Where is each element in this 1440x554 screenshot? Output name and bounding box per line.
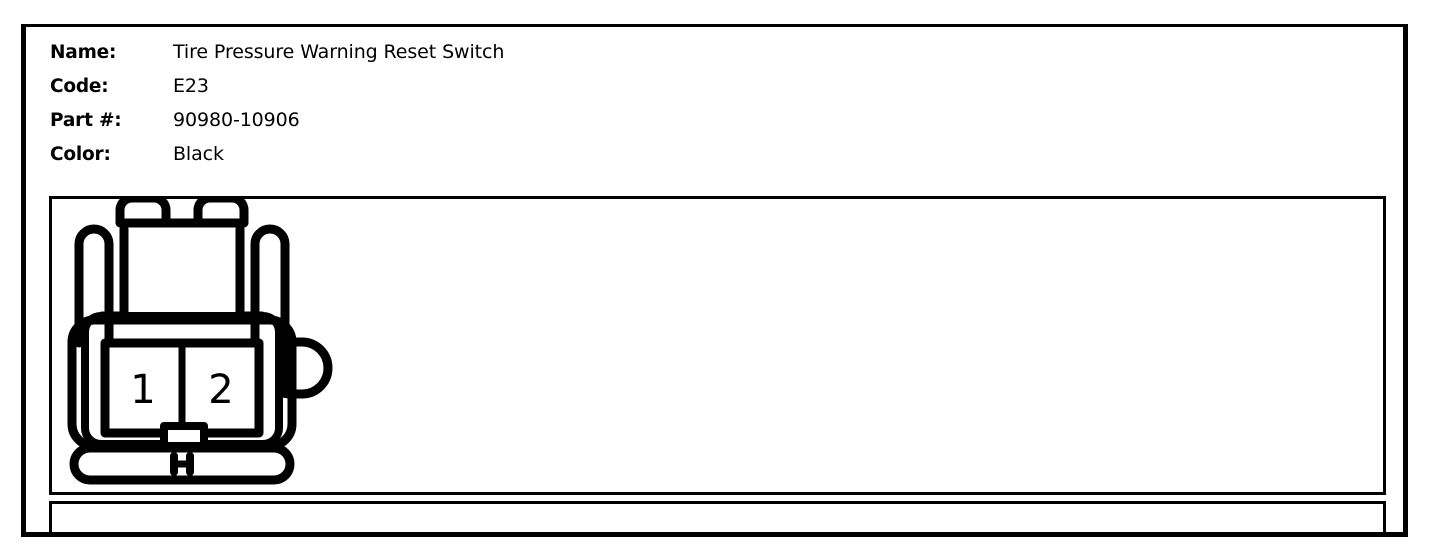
connector-drawing-svg: 1 2 [67,196,333,485]
side-latch-icon [283,337,333,399]
spec-value-color: Black [173,143,224,165]
connector-face-diagram: 1 2 [52,196,352,498]
spec-value-part-number: 90980-10906 [173,109,300,131]
spec-value-code: E23 [173,75,209,97]
spec-sheet-frame: Name: Tire Pressure Warning Reset Switch… [21,24,1408,537]
spec-label-part-number: Part #: [50,109,122,131]
bottom-key-notch [160,422,208,450]
prong-outer-right-icon [250,224,290,348]
spec-row-name: Name: Tire Pressure Warning Reset Switch [50,35,1150,69]
spec-row-code: Code: E23 [50,69,1150,103]
prong-outer-left-icon [74,224,114,348]
spec-row-part-number: Part #: 90980-10906 [50,103,1150,137]
spec-value-name: Tire Pressure Warning Reset Switch [173,41,505,63]
connector-diagram-panel: 1 2 [49,196,1386,495]
spec-label-code: Code: [50,75,109,97]
specification-list: Name: Tire Pressure Warning Reset Switch… [50,35,1150,171]
pin-number-1: 1 [130,367,155,413]
base-slot-right [190,456,260,472]
top-tab-right-icon [193,196,249,228]
spec-row-color: Color: Black [50,137,1150,171]
spec-label-name: Name: [50,41,117,63]
pin-number-2: 2 [208,367,233,413]
spec-label-color: Color: [50,143,111,165]
top-tab-left-icon [115,196,171,228]
footer-strip [49,501,1386,532]
base-slot-left [104,456,174,472]
